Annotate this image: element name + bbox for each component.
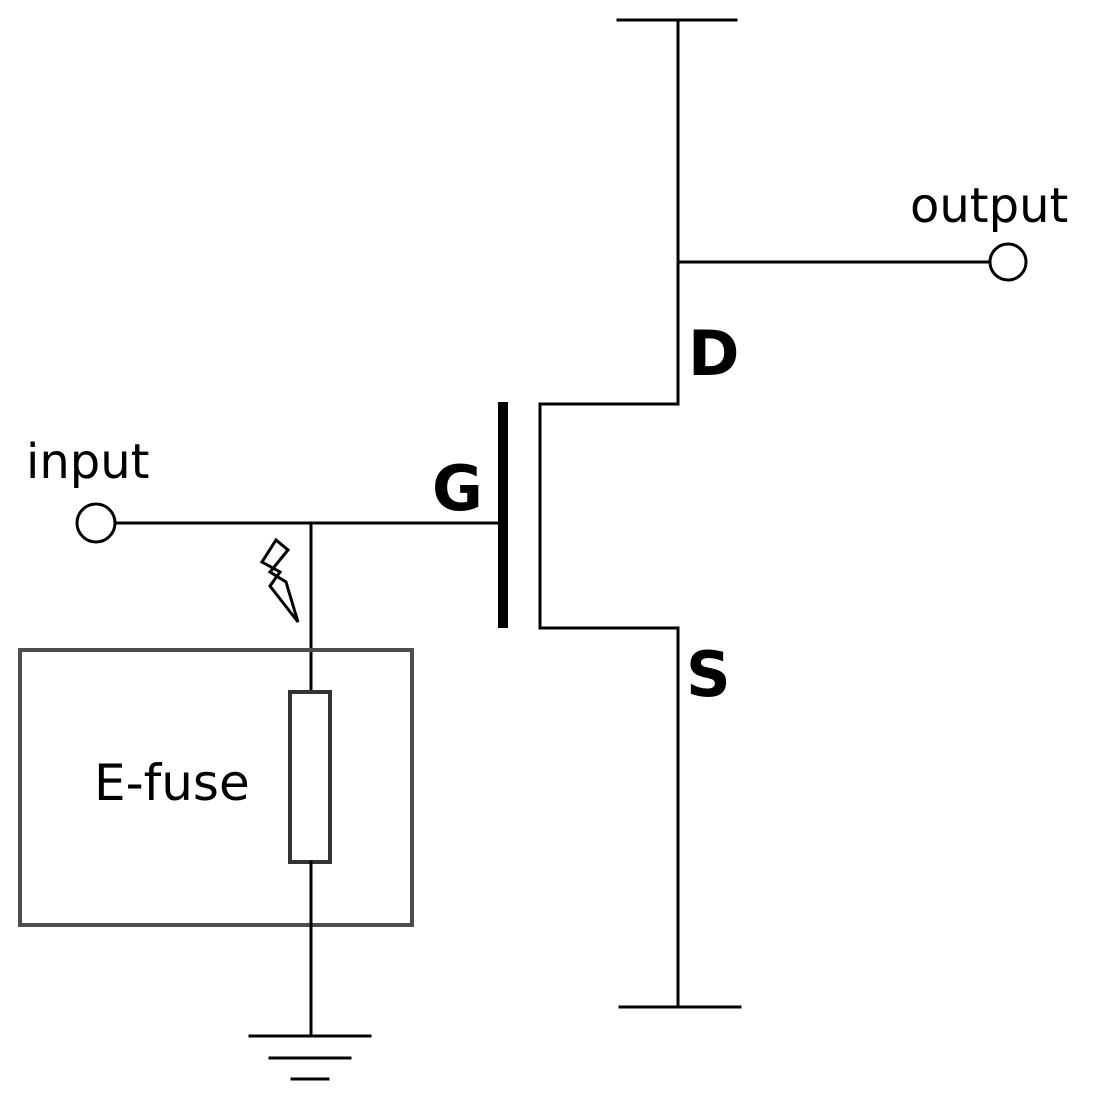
- efuse-box: [18, 648, 414, 927]
- gate-label: G: [432, 452, 483, 525]
- output-label: output: [910, 178, 1068, 234]
- source-label: S: [686, 638, 731, 711]
- input-terminal[interactable]: [75, 502, 117, 544]
- ground-icon: [248, 1034, 372, 1081]
- drain-label: D: [688, 317, 739, 390]
- input-label: input: [26, 434, 149, 490]
- lightning-bolt-icon: [259, 537, 300, 623]
- output-terminal[interactable]: [988, 242, 1028, 282]
- efuse-label: E-fuse: [94, 754, 250, 812]
- fuse-resistor: [288, 690, 332, 864]
